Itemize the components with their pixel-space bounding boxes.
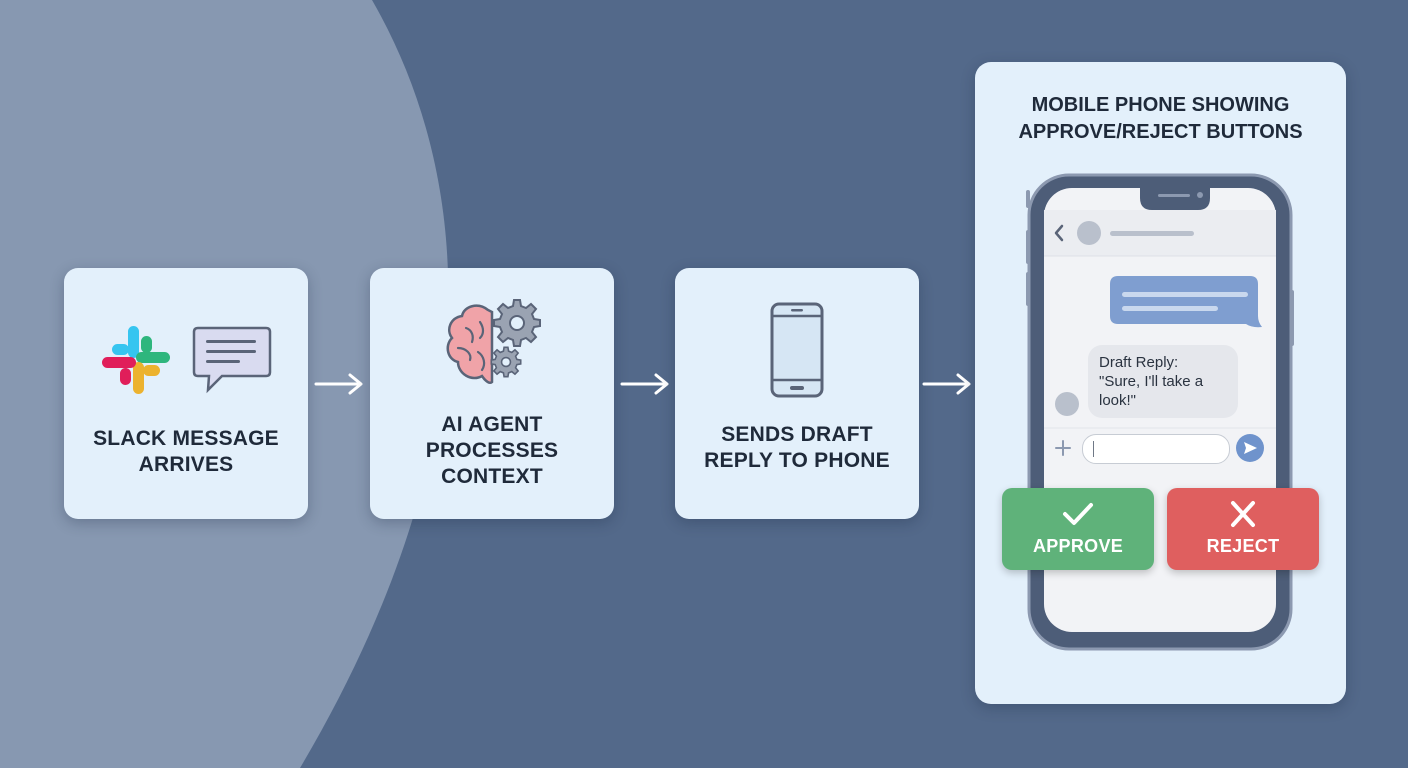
draft-line: "Sure, I'll take a: [1099, 373, 1204, 390]
arrow-right-icon: [620, 373, 669, 395]
step-label: AI AGENT PROCESSES CONTEXT: [370, 412, 614, 490]
step-label-line: SLACK MESSAGE: [93, 427, 279, 450]
approve-button[interactable]: APPROVE: [1002, 488, 1154, 570]
panel-title: MOBILE PHONE SHOWING APPROVE/REJECT BUTT…: [975, 92, 1346, 146]
step-label-line: ARRIVES: [138, 453, 234, 476]
step-label-line: AI AGENT: [441, 413, 543, 436]
brain-icon: [446, 304, 494, 384]
panel-title-line: MOBILE PHONE SHOWING: [1031, 94, 1290, 116]
step-label: SLACK MESSAGE ARRIVES: [64, 426, 308, 478]
panel-title-line: APPROVE/REJECT BUTTONS: [1018, 121, 1303, 143]
message-input[interactable]: [1082, 434, 1230, 464]
step-label-line: CONTEXT: [441, 465, 543, 488]
smartphone-icon: [770, 302, 824, 398]
step-label-line: REPLY TO PHONE: [704, 449, 890, 472]
arrow-right-icon: [314, 373, 363, 395]
step-card-sends-draft: SENDS DRAFT REPLY TO PHONE: [675, 268, 919, 519]
reject-button[interactable]: REJECT: [1167, 488, 1319, 570]
gear-icon: [490, 346, 522, 378]
gear-icon: [493, 299, 541, 347]
chat-bubble-icon: [192, 326, 272, 394]
step-label-line: SENDS DRAFT: [721, 423, 873, 446]
arrow-right-icon: [922, 373, 971, 395]
draft-reply-text: Draft Reply: "Sure, I'll take a look!": [1099, 353, 1203, 410]
step-label-line: PROCESSES: [425, 439, 559, 462]
slack-logo-icon: [102, 326, 170, 394]
reject-button-label: REJECT: [1206, 536, 1280, 556]
text-caret: [1093, 441, 1094, 457]
draft-reply-bubble: Draft Reply: "Sure, I'll take a look!": [1088, 345, 1238, 418]
draft-line: look!": [1099, 392, 1137, 409]
step-card-ai-agent: AI AGENT PROCESSES CONTEXT: [370, 268, 614, 519]
step-label: SENDS DRAFT REPLY TO PHONE: [675, 422, 919, 474]
send-icon[interactable]: [1236, 434, 1264, 462]
step-card-slack-message: SLACK MESSAGE ARRIVES: [64, 268, 308, 519]
close-icon: [1231, 501, 1255, 527]
draft-line: Draft Reply:: [1099, 354, 1179, 371]
approve-button-label: APPROVE: [1032, 536, 1124, 556]
checkmark-icon: [1063, 503, 1093, 525]
